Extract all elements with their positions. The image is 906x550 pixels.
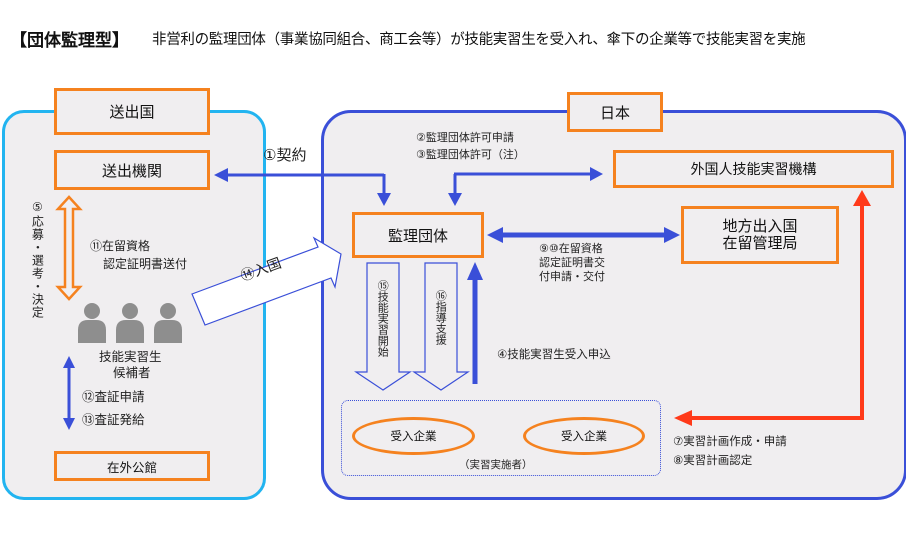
person-icon bbox=[116, 303, 144, 343]
immigration-bureau-box: 地方出入国 在留管理局 bbox=[681, 206, 839, 264]
sending-country-title-box: 送出国 bbox=[54, 88, 210, 135]
coe-arrow bbox=[487, 227, 680, 243]
candidates-label-line1: 技能実習生 bbox=[99, 349, 162, 364]
embassy-box: 在外公館 bbox=[54, 451, 210, 481]
contract-arrow bbox=[214, 168, 391, 206]
japan-title: 日本 bbox=[599, 103, 630, 122]
implementers-group bbox=[341, 400, 661, 476]
step8-label: ⑧実習計画認定 bbox=[673, 453, 753, 467]
person-icon bbox=[78, 303, 106, 343]
step3-label: ③監理団体許可（注） bbox=[416, 148, 525, 161]
diagram-description: 非営利の監理団体（事業協同組合、商工会等）が技能実習生を受入れ、傘下の企業等で技… bbox=[152, 32, 806, 48]
candidates-icon-group bbox=[78, 303, 182, 343]
training-plan-arrow bbox=[674, 190, 871, 426]
step13-label: ⑬査証発給 bbox=[82, 412, 145, 427]
step12-label: ⑫査証申請 bbox=[82, 389, 145, 404]
recruitment-step-text: ⑤応募・選考・決定 bbox=[30, 200, 44, 350]
entry-arrow bbox=[191, 236, 342, 326]
sending-org-box: 送出機関 bbox=[54, 150, 210, 190]
company-1-label: 受入企業 bbox=[390, 429, 437, 443]
permission-arrow bbox=[448, 167, 603, 206]
person-icon bbox=[154, 303, 182, 343]
step9-10-label-line3: 付申請・交付 bbox=[539, 270, 605, 283]
contract-label: ①契約 bbox=[263, 146, 307, 164]
supervising-org-label: 監理団体 bbox=[387, 226, 448, 245]
sending-org-label: 送出機関 bbox=[101, 161, 162, 180]
candidates-label-line2: 候補者 bbox=[113, 365, 151, 380]
sending-country-title: 送出国 bbox=[109, 103, 155, 121]
immigration-label-line2: 在留管理局 bbox=[722, 234, 798, 252]
step2-label: ②監理団体許可申請 bbox=[416, 131, 514, 144]
step7-label: ⑦実習計画作成・申請 bbox=[673, 434, 787, 448]
training-start-arrow bbox=[354, 262, 412, 391]
company-2-label: 受入企業 bbox=[561, 429, 607, 443]
supervising-org-box: 監理団体 bbox=[352, 212, 484, 258]
application-up-arrow bbox=[467, 262, 483, 384]
visa-arrow bbox=[63, 356, 75, 430]
step11-line2: 認定証明書送付 bbox=[103, 257, 188, 271]
step16-label: ⑯指導支援 bbox=[434, 290, 448, 345]
immigration-label-line1: 地方出入国 bbox=[722, 216, 798, 235]
step4-label: ④技能実習生受入申込 bbox=[497, 347, 611, 361]
company-2-ellipse: 受入企業 bbox=[523, 417, 645, 455]
recruitment-step-col1: ⑤応募・選考・ bbox=[30, 200, 45, 293]
step15-label: ⑮技能実習開始 bbox=[376, 280, 390, 357]
embassy-label: 在外公館 bbox=[106, 459, 157, 475]
step9-10-label-line1: ⑨⑩在留資格 bbox=[539, 242, 603, 255]
step9-10-label-line2: 認定証明書交 bbox=[539, 256, 605, 269]
step11-line1: ⑪在留資格 bbox=[90, 239, 151, 253]
guidance-support-arrow bbox=[412, 262, 470, 391]
otit-label: 外国人技能実習機構 bbox=[690, 162, 817, 178]
recruitment-step-col2: 決定 bbox=[30, 293, 45, 319]
recruitment-arrow bbox=[55, 195, 83, 301]
japan-title-box: 日本 bbox=[567, 92, 663, 132]
otit-box: 外国人技能実習機構 bbox=[613, 150, 894, 188]
company-1-ellipse: 受入企業 bbox=[352, 417, 475, 455]
implementers-label: （実習実施者） bbox=[459, 459, 533, 471]
diagram-type-label: 【団体監理型】 bbox=[10, 31, 129, 51]
